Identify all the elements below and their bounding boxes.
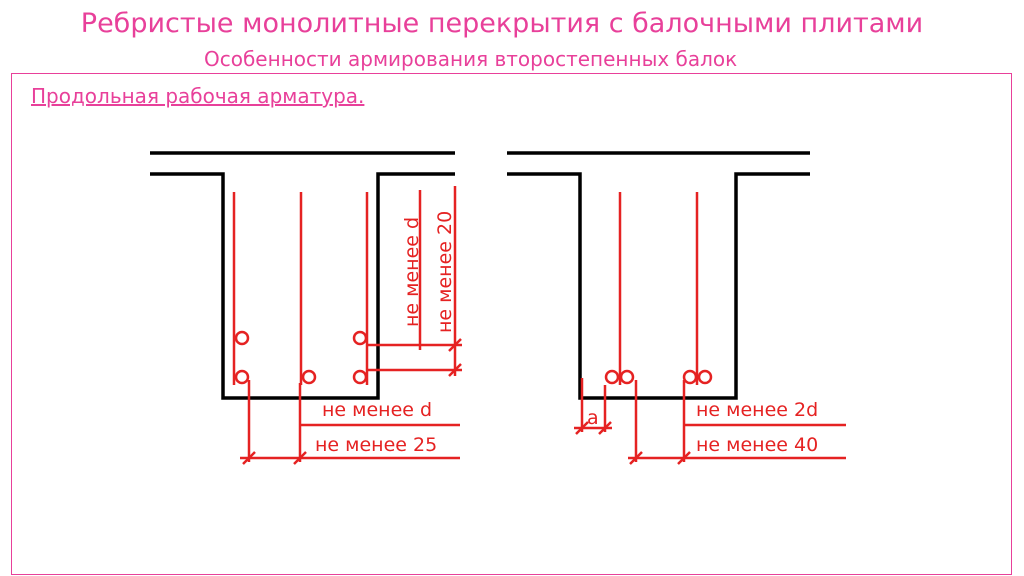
left-bar-bottom-2 (301, 369, 317, 385)
right-beam-diagram: a не менее 2d не менее 40 (507, 151, 846, 465)
right-bar-4 (697, 369, 713, 385)
slide-subtitle: Особенности армирования второстепенных б… (204, 47, 738, 71)
right-label-min-40: не менее 40 (696, 434, 818, 456)
right-bar-3 (682, 369, 698, 385)
left-beam-diagram: не менее d не менее 20 не менее d не мен… (150, 151, 462, 465)
left-rebar (232, 186, 462, 465)
slide-title: Ребристые монолитные перекрытия с балочн… (80, 8, 924, 39)
left-bar-bottom-3 (352, 369, 368, 385)
left-bar-top-1 (234, 330, 250, 346)
left-bar-bottom-1 (234, 369, 250, 385)
right-bar-2 (619, 369, 635, 385)
right-rebar (574, 192, 846, 465)
right-bar-1 (604, 369, 620, 385)
left-label-min-20-vertical: не менее 20 (434, 211, 456, 333)
left-label-min-d: не менее d (322, 399, 432, 421)
left-bar-top-2 (352, 330, 368, 346)
right-label-cover-a: a (587, 407, 599, 429)
left-label-min-d-vertical: не менее d (401, 217, 423, 327)
content-frame (11, 73, 1012, 575)
right-beam-outline (507, 151, 810, 400)
right-label-min-2d: не менее 2d (696, 399, 818, 421)
left-label-min-25: не менее 25 (315, 434, 437, 456)
section-heading: Продольная рабочая арматура. (31, 84, 365, 108)
